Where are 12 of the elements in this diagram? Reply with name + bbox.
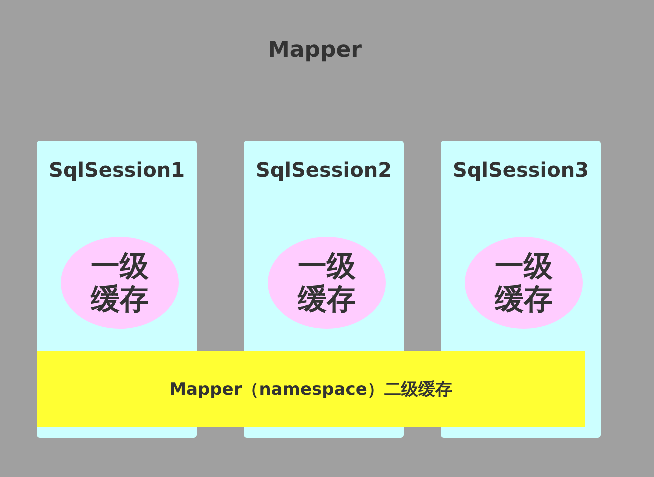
session-panel	[244, 141, 404, 351]
diagram-title: Mapper	[266, 38, 363, 63]
cache-label: 一级缓存	[494, 250, 554, 316]
session-panel	[441, 141, 601, 351]
cache-bar	[37, 351, 585, 427]
session-heading: SqlSession1	[48, 158, 186, 182]
session-heading: SqlSession2	[254, 158, 394, 182]
cache-bar-label: Mapper（namespace）二级缓存	[170, 378, 452, 400]
session-panel	[37, 141, 197, 351]
cache-label: 一级缓存	[296, 250, 357, 316]
cache-label: 一级缓存	[90, 250, 150, 316]
session-heading: SqlSession3	[452, 158, 590, 182]
